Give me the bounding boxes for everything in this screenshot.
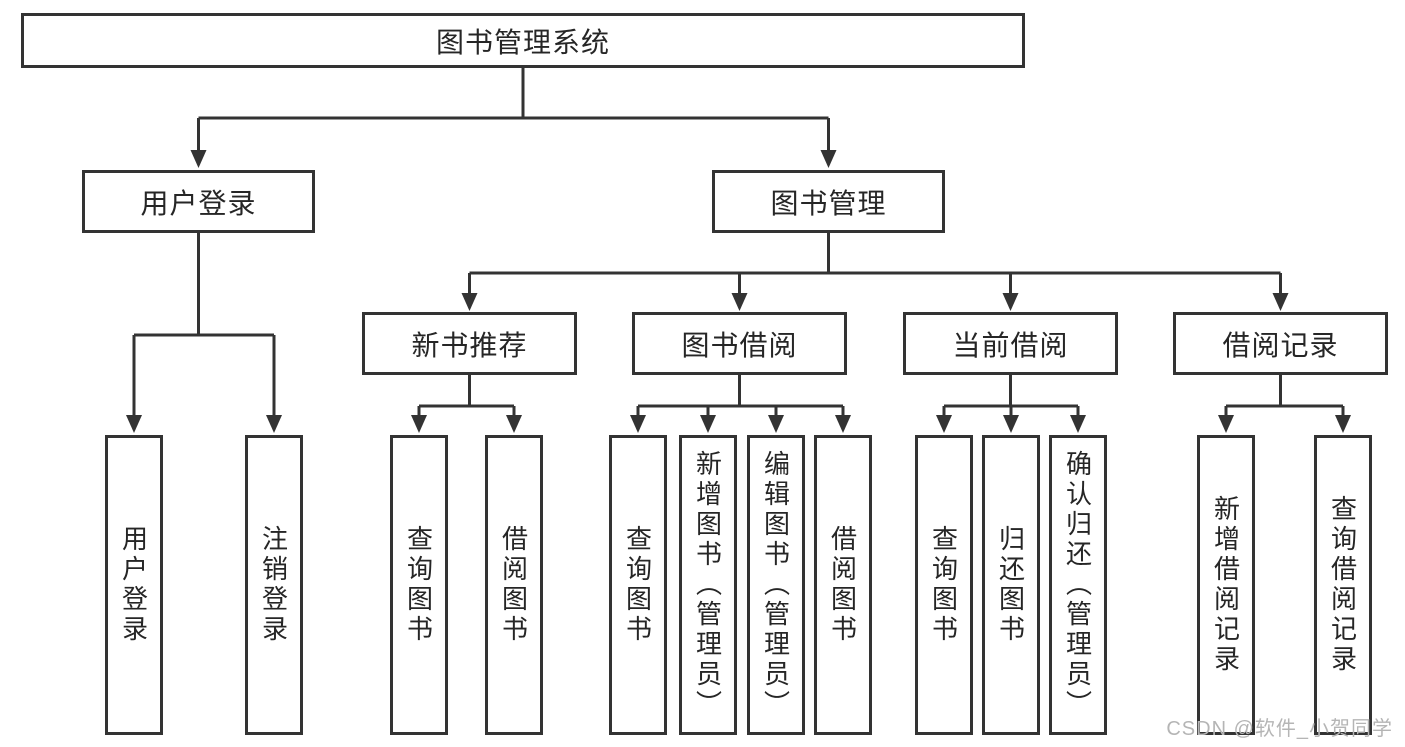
arrow-down-icon (936, 415, 952, 433)
arrow-down-icon (1070, 415, 1086, 433)
arrow-down-icon (731, 293, 748, 311)
leaf-borrowing-query-books: 查询图书 (609, 435, 667, 735)
node-label: 查询图书 (403, 525, 434, 645)
leaf-recommend-borrow-books: 借阅图书 (485, 435, 543, 735)
node-book-borrowing: 图书借阅 (632, 312, 847, 375)
node-borrowing-records: 借阅记录 (1173, 312, 1388, 375)
arrow-down-icon (190, 150, 207, 168)
node-label: 查询借阅记录 (1327, 495, 1358, 675)
arrow-down-icon (1335, 415, 1351, 433)
leaf-logout-login: 注销登录 (245, 435, 303, 735)
node-label: 编辑图书（管理员） (760, 450, 791, 720)
leaf-current-return-books: 归还图书 (982, 435, 1040, 735)
node-label: 查询图书 (622, 525, 653, 645)
connector-book-borrowing (636, 375, 845, 417)
node-label: 借阅图书 (498, 525, 529, 645)
node-label: 查询图书 (928, 525, 959, 645)
arrow-down-icon (1272, 293, 1289, 311)
node-label: 借阅图书 (827, 525, 858, 645)
arrow-down-icon (820, 150, 837, 168)
connector-root (197, 68, 830, 152)
node-current-borrowing: 当前借阅 (903, 312, 1118, 375)
node-label: 新书推荐 (411, 329, 528, 361)
arrow-down-icon (630, 415, 646, 433)
node-book-management: 图书管理 (712, 170, 945, 233)
node-new-book-recommend: 新书推荐 (362, 312, 577, 375)
leaf-records-add-borrow-record: 新增借阅记录 (1197, 435, 1255, 735)
node-user-login: 用户登录 (82, 170, 315, 233)
connector-current-borrowing (942, 375, 1080, 417)
arrow-down-icon (835, 415, 851, 433)
arrow-down-icon (126, 415, 142, 433)
arrow-down-icon (1218, 415, 1234, 433)
node-label: 图书管理 (770, 187, 887, 219)
arrow-down-icon (506, 415, 522, 433)
node-label: 图书管理系统 (435, 26, 610, 58)
node-label: 图书借阅 (681, 329, 798, 361)
node-label: 注销登录 (258, 525, 289, 645)
arrow-down-icon (266, 415, 282, 433)
connector-borrowing-records (1224, 375, 1345, 417)
leaf-borrowing-borrow-books: 借阅图书 (814, 435, 872, 735)
node-label: 新增图书（管理员） (692, 450, 723, 720)
arrow-down-icon (768, 415, 784, 433)
watermark-csdn: CSDN @软件_小贺同学 (1166, 718, 1393, 740)
arrow-down-icon (1002, 293, 1019, 311)
leaf-user-login: 用户登录 (105, 435, 163, 735)
node-label: 用户登录 (118, 525, 149, 645)
connector-book-management (468, 233, 1282, 295)
arrow-down-icon (461, 293, 478, 311)
arrow-down-icon (700, 415, 716, 433)
node-label: 借阅记录 (1222, 329, 1339, 361)
leaf-borrowing-add-books-admin: 新增图书（管理员） (679, 435, 737, 735)
leaf-records-query-borrow-record: 查询借阅记录 (1314, 435, 1372, 735)
node-label: 用户登录 (140, 187, 257, 219)
connector-user-login (132, 233, 276, 417)
leaf-current-query-books: 查询图书 (915, 435, 973, 735)
leaf-recommend-query-books: 查询图书 (390, 435, 448, 735)
node-library-system: 图书管理系统 (21, 13, 1025, 68)
leaf-borrowing-edit-books-admin: 编辑图书（管理员） (747, 435, 805, 735)
node-label: 归还图书 (995, 525, 1026, 645)
connector-new-book-recommend (417, 375, 516, 417)
node-label: 当前借阅 (952, 329, 1069, 361)
node-label: 新增借阅记录 (1210, 495, 1241, 675)
node-label: 确认归还（管理员） (1062, 450, 1093, 720)
arrow-down-icon (411, 415, 427, 433)
arrow-down-icon (1003, 415, 1019, 433)
leaf-current-confirm-return-admin: 确认归还（管理员） (1049, 435, 1107, 735)
